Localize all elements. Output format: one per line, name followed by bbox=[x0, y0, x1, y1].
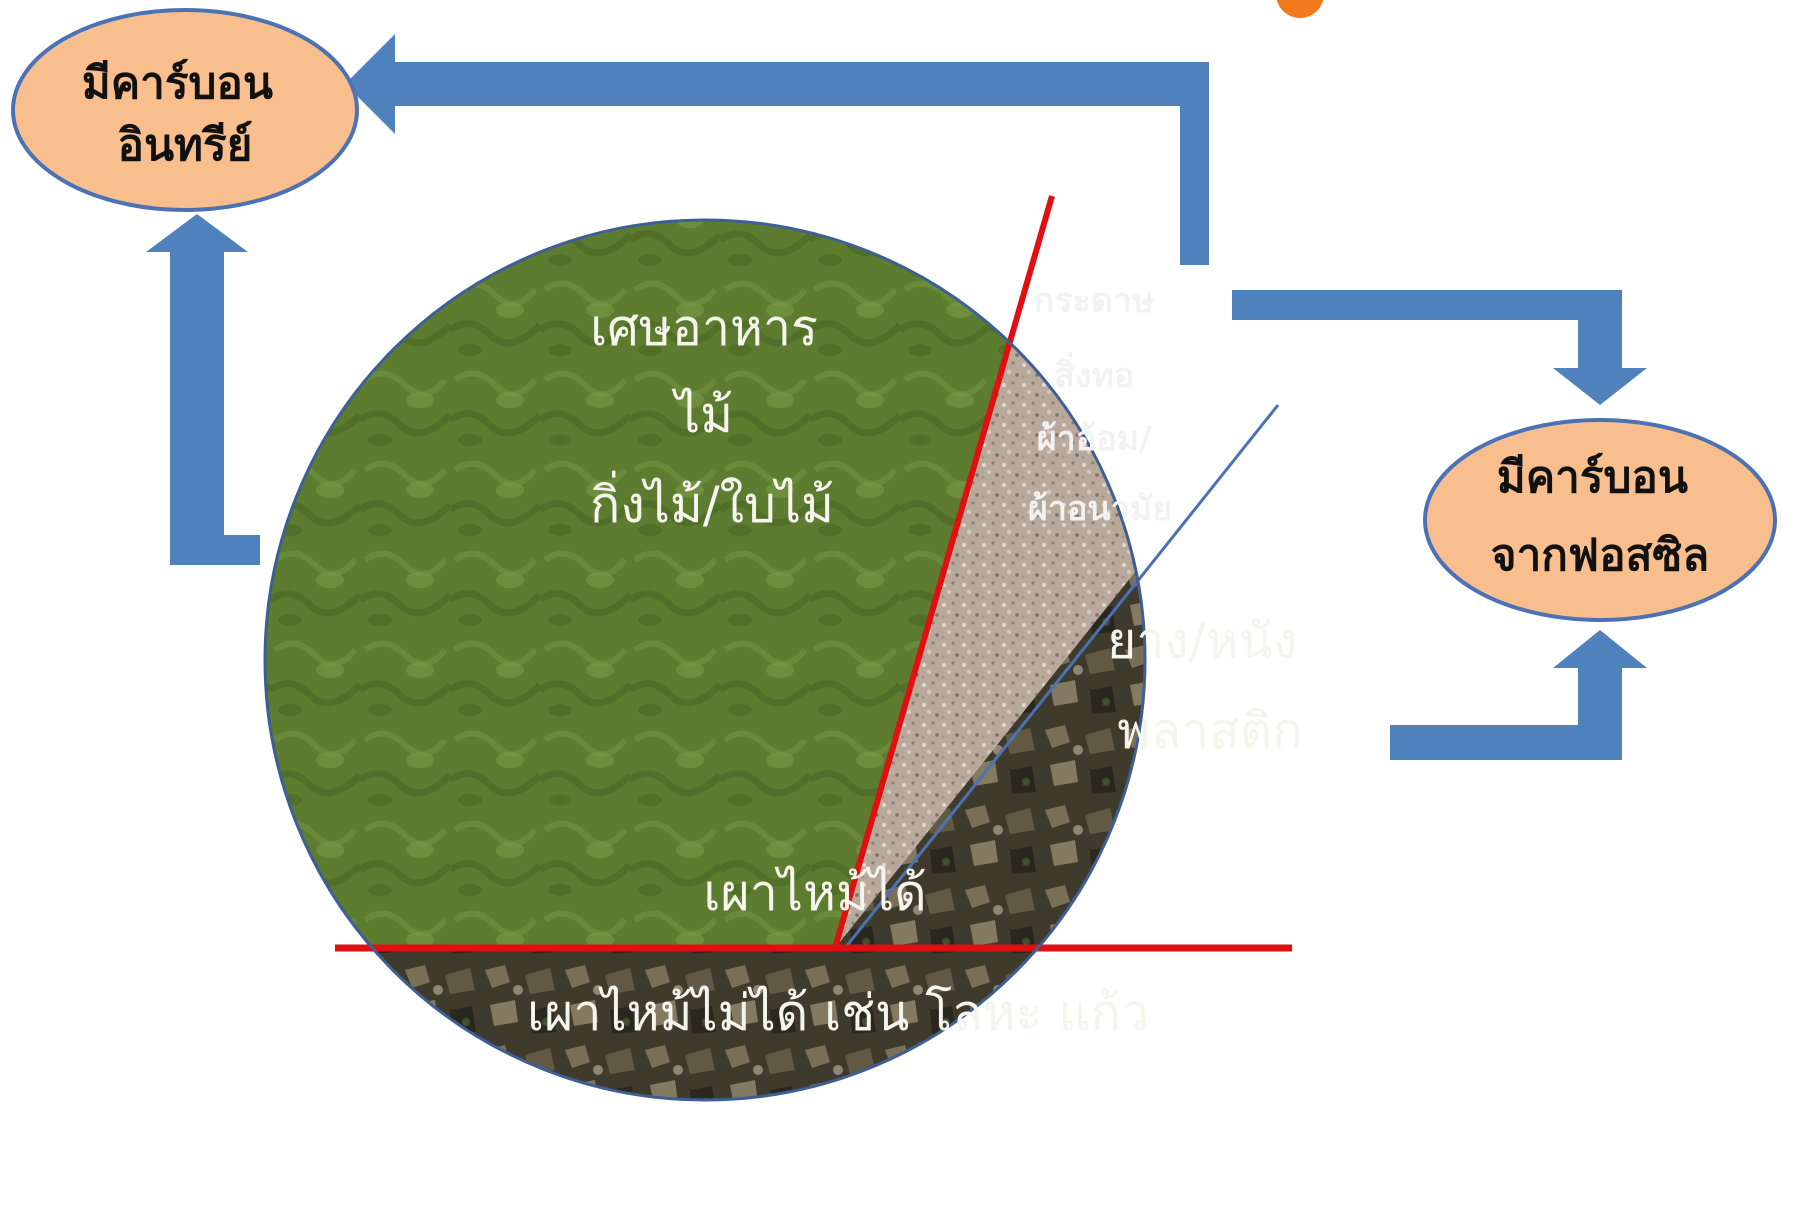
organic-carbon-node: มีคาร์บอน อินทรีย์ bbox=[11, 8, 359, 212]
arrows bbox=[146, 34, 1647, 760]
non-combustible-label: เผาไหม้ไม่ได้ เช่น โลหะ แก้ว bbox=[527, 984, 1149, 1042]
waste-pie: เศษอาหาร ไม้ กิ่งไม้/ใบไม้ กระดาษ สิ่งทอ… bbox=[263, 195, 1313, 1102]
arrow-to-organic-left bbox=[146, 214, 260, 565]
arrow-to-organic-top bbox=[345, 34, 1209, 265]
organic-carbon-ellipse bbox=[11, 8, 359, 212]
arrow-to-fossil-bottom bbox=[1390, 630, 1647, 760]
divider-line-green-paper bbox=[832, 195, 1055, 949]
pie-outline bbox=[263, 218, 1147, 1102]
plastic-segment-label: ยาง/หนัง พลาสติก bbox=[1107, 612, 1313, 760]
green-segment-label: เศษอาหาร ไม้ กิ่งไม้/ใบไม้ bbox=[590, 299, 834, 534]
combustible-label: เผาไหม้ได้ bbox=[703, 864, 926, 922]
green-segment bbox=[265, 220, 1052, 948]
paper-segment bbox=[835, 220, 1145, 948]
fossil-carbon-label: มีคาร์บอน จากฟอสซิล bbox=[1491, 452, 1709, 581]
organic-carbon-label: มีคาร์บอน อินทรีย์ bbox=[82, 58, 289, 171]
fossil-carbon-node: มีคาร์บอน จากฟอสซิล bbox=[1423, 418, 1777, 622]
fossil-carbon-ellipse bbox=[1423, 418, 1777, 622]
arrow-to-fossil-top bbox=[1232, 290, 1647, 405]
divider-line-paper-plastic bbox=[843, 404, 1280, 949]
accent-dot bbox=[1276, 0, 1324, 18]
paper-segment-label: กระดาษ สิ่งทอ ผ้าอ้อม/ ผ้าอนามัย bbox=[1028, 281, 1172, 529]
